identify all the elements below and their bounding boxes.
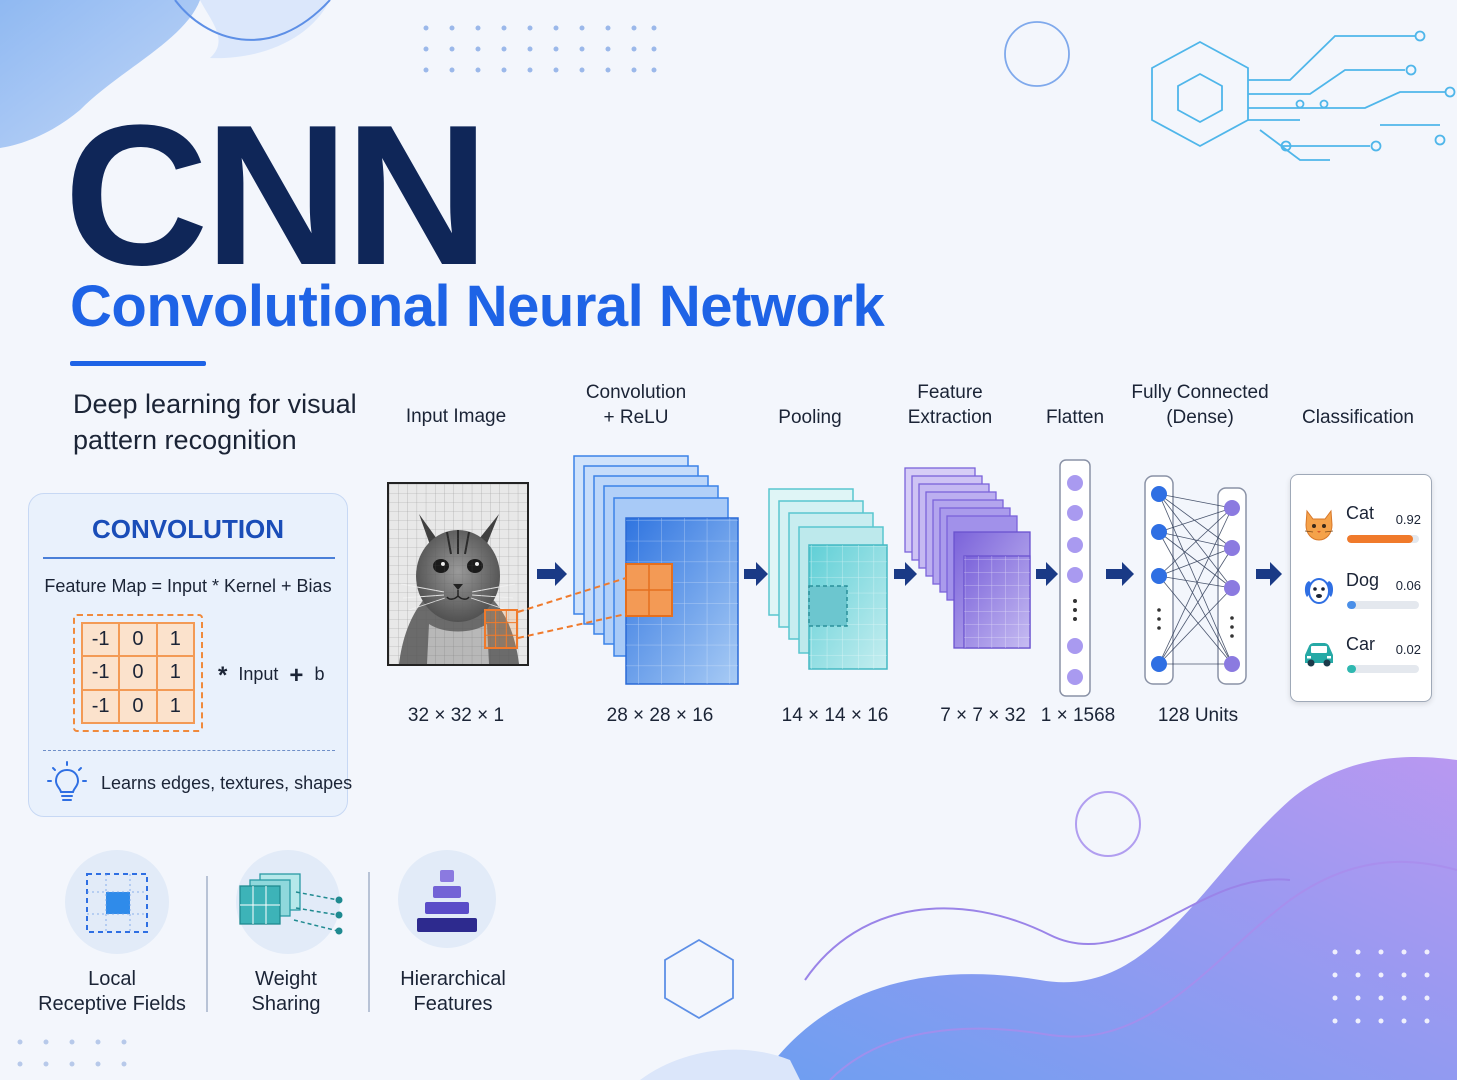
dot-grid-bottom-right xyxy=(1332,949,1430,1024)
dims-convolution: 28 × 28 × 16 xyxy=(606,705,714,726)
kernel-cell: -1 xyxy=(83,690,119,722)
kernel-cell: 1 xyxy=(157,624,193,656)
class-name: Car xyxy=(1346,634,1376,654)
feature-icon-circle xyxy=(65,850,169,954)
insight-text: Learns edges, textures, shapes xyxy=(101,773,353,793)
dog-icon xyxy=(1304,578,1334,604)
plus-operator: + xyxy=(289,662,304,689)
card-dashed-divider xyxy=(43,750,335,751)
feature-separator xyxy=(206,876,208,1012)
hierarchy-pyramid-icon xyxy=(417,870,477,932)
stage-label-line: Fully Connected xyxy=(1131,382,1269,403)
dims-dense: 128 Units xyxy=(1157,705,1239,726)
feature-label-line: Sharing xyxy=(251,993,321,1015)
probability-bar-fill xyxy=(1347,665,1356,673)
dot-grid-bottom-left xyxy=(17,1039,127,1067)
lightbulb-icon xyxy=(47,761,87,801)
dot-grid-top xyxy=(423,25,657,73)
feature-label-line: Weight xyxy=(255,968,317,990)
stage-label-line: + ReLU xyxy=(603,407,669,428)
page-title: CNN xyxy=(64,84,489,307)
convolution-formula: Feature Map = Input * Kernel + Bias xyxy=(44,576,332,596)
stage-label-line: (Dense) xyxy=(1166,407,1234,428)
title-underline xyxy=(70,361,206,366)
kernel-cell: -1 xyxy=(83,657,119,689)
feature-label-line: Receptive Fields xyxy=(38,993,186,1015)
bias-term: b xyxy=(314,664,325,684)
feature-label-hierarchical: Hierarchical Features xyxy=(378,967,528,1017)
probability-bar-fill xyxy=(1347,535,1414,543)
dims-flatten: 1 × 1568 xyxy=(1040,705,1116,726)
input-image xyxy=(387,482,529,666)
cat-icon xyxy=(1304,509,1334,541)
dims-feature-extraction: 7 × 7 × 32 xyxy=(940,705,1026,726)
convolution-card-title: CONVOLUTION xyxy=(91,514,285,544)
feature-label-weight-sharing: Weight Sharing xyxy=(216,967,356,1017)
dims-input: 32 × 32 × 1 xyxy=(407,705,505,726)
class-probability: 0.06 xyxy=(1395,578,1421,593)
class-probability: 0.02 xyxy=(1395,642,1421,657)
probability-bar xyxy=(1347,535,1419,543)
convolve-operator: * xyxy=(218,662,228,689)
stage-label-line: Feature xyxy=(917,382,983,403)
stage-label-line: Pooling xyxy=(778,407,842,428)
kernel-matrix: -1 0 1 -1 0 1 -1 0 1 xyxy=(73,614,203,732)
kernel-cell: 1 xyxy=(157,690,193,722)
stage-label-input: Input Image xyxy=(396,404,516,429)
class-probability: 0.92 xyxy=(1395,512,1421,527)
kernel-cell: 0 xyxy=(120,657,156,689)
stage-label-classification: Classification xyxy=(1295,405,1421,430)
circuit-hexagon-icon xyxy=(1151,30,1456,161)
receptive-field-icon xyxy=(86,873,148,933)
kernel-cell: 0 xyxy=(120,690,156,722)
kernel-operation: * Input + b xyxy=(212,662,324,690)
kernel-cell: -1 xyxy=(83,624,119,656)
stage-label-flatten: Flatten xyxy=(1035,405,1115,430)
page-subtitle: Convolutional Neural Network xyxy=(70,274,885,339)
probability-bar-fill xyxy=(1347,601,1356,609)
stage-label-line: Flatten xyxy=(1045,407,1105,428)
kernel-cell: 1 xyxy=(157,657,193,689)
probability-bar xyxy=(1347,601,1419,609)
stage-label-convolution: Convolution + ReLU xyxy=(566,380,706,430)
feature-separator xyxy=(368,872,370,1012)
stage-label-line: Classification xyxy=(1302,407,1414,428)
feature-icon-circle xyxy=(236,850,343,954)
dims-pooling: 14 × 14 × 16 xyxy=(781,705,889,726)
cat-photo-icon xyxy=(389,484,527,664)
tagline: Deep learning for visual pattern recogni… xyxy=(73,389,357,455)
stage-label-line: Input Image xyxy=(405,406,507,427)
feature-label-line: Local xyxy=(88,968,136,990)
classification-output: Cat 0.92 Dog 0.06 Car 0.02 xyxy=(1290,474,1432,702)
input-term: Input xyxy=(238,664,279,684)
probability-bar xyxy=(1347,665,1419,673)
car-icon xyxy=(1305,643,1333,667)
feature-label-line: Features xyxy=(413,993,493,1015)
kernel-cell: 0 xyxy=(120,624,156,656)
stage-label-line: Extraction xyxy=(907,407,993,428)
stage-label-pooling: Pooling xyxy=(760,405,860,430)
feature-label-line: Hierarchical xyxy=(400,968,506,990)
weight-sharing-icon xyxy=(236,850,343,954)
feature-label-local-receptive: Local Receptive Fields xyxy=(32,967,192,1017)
class-name: Dog xyxy=(1346,570,1380,590)
feature-icon-circle xyxy=(398,850,496,948)
convolution-card: CONVOLUTION Feature Map = Input * Kernel… xyxy=(28,493,352,817)
stage-label-line: Convolution xyxy=(585,382,687,403)
card-divider xyxy=(43,557,335,559)
stage-label-dense: Fully Connected (Dense) xyxy=(1125,380,1275,430)
class-name: Cat xyxy=(1346,503,1375,523)
